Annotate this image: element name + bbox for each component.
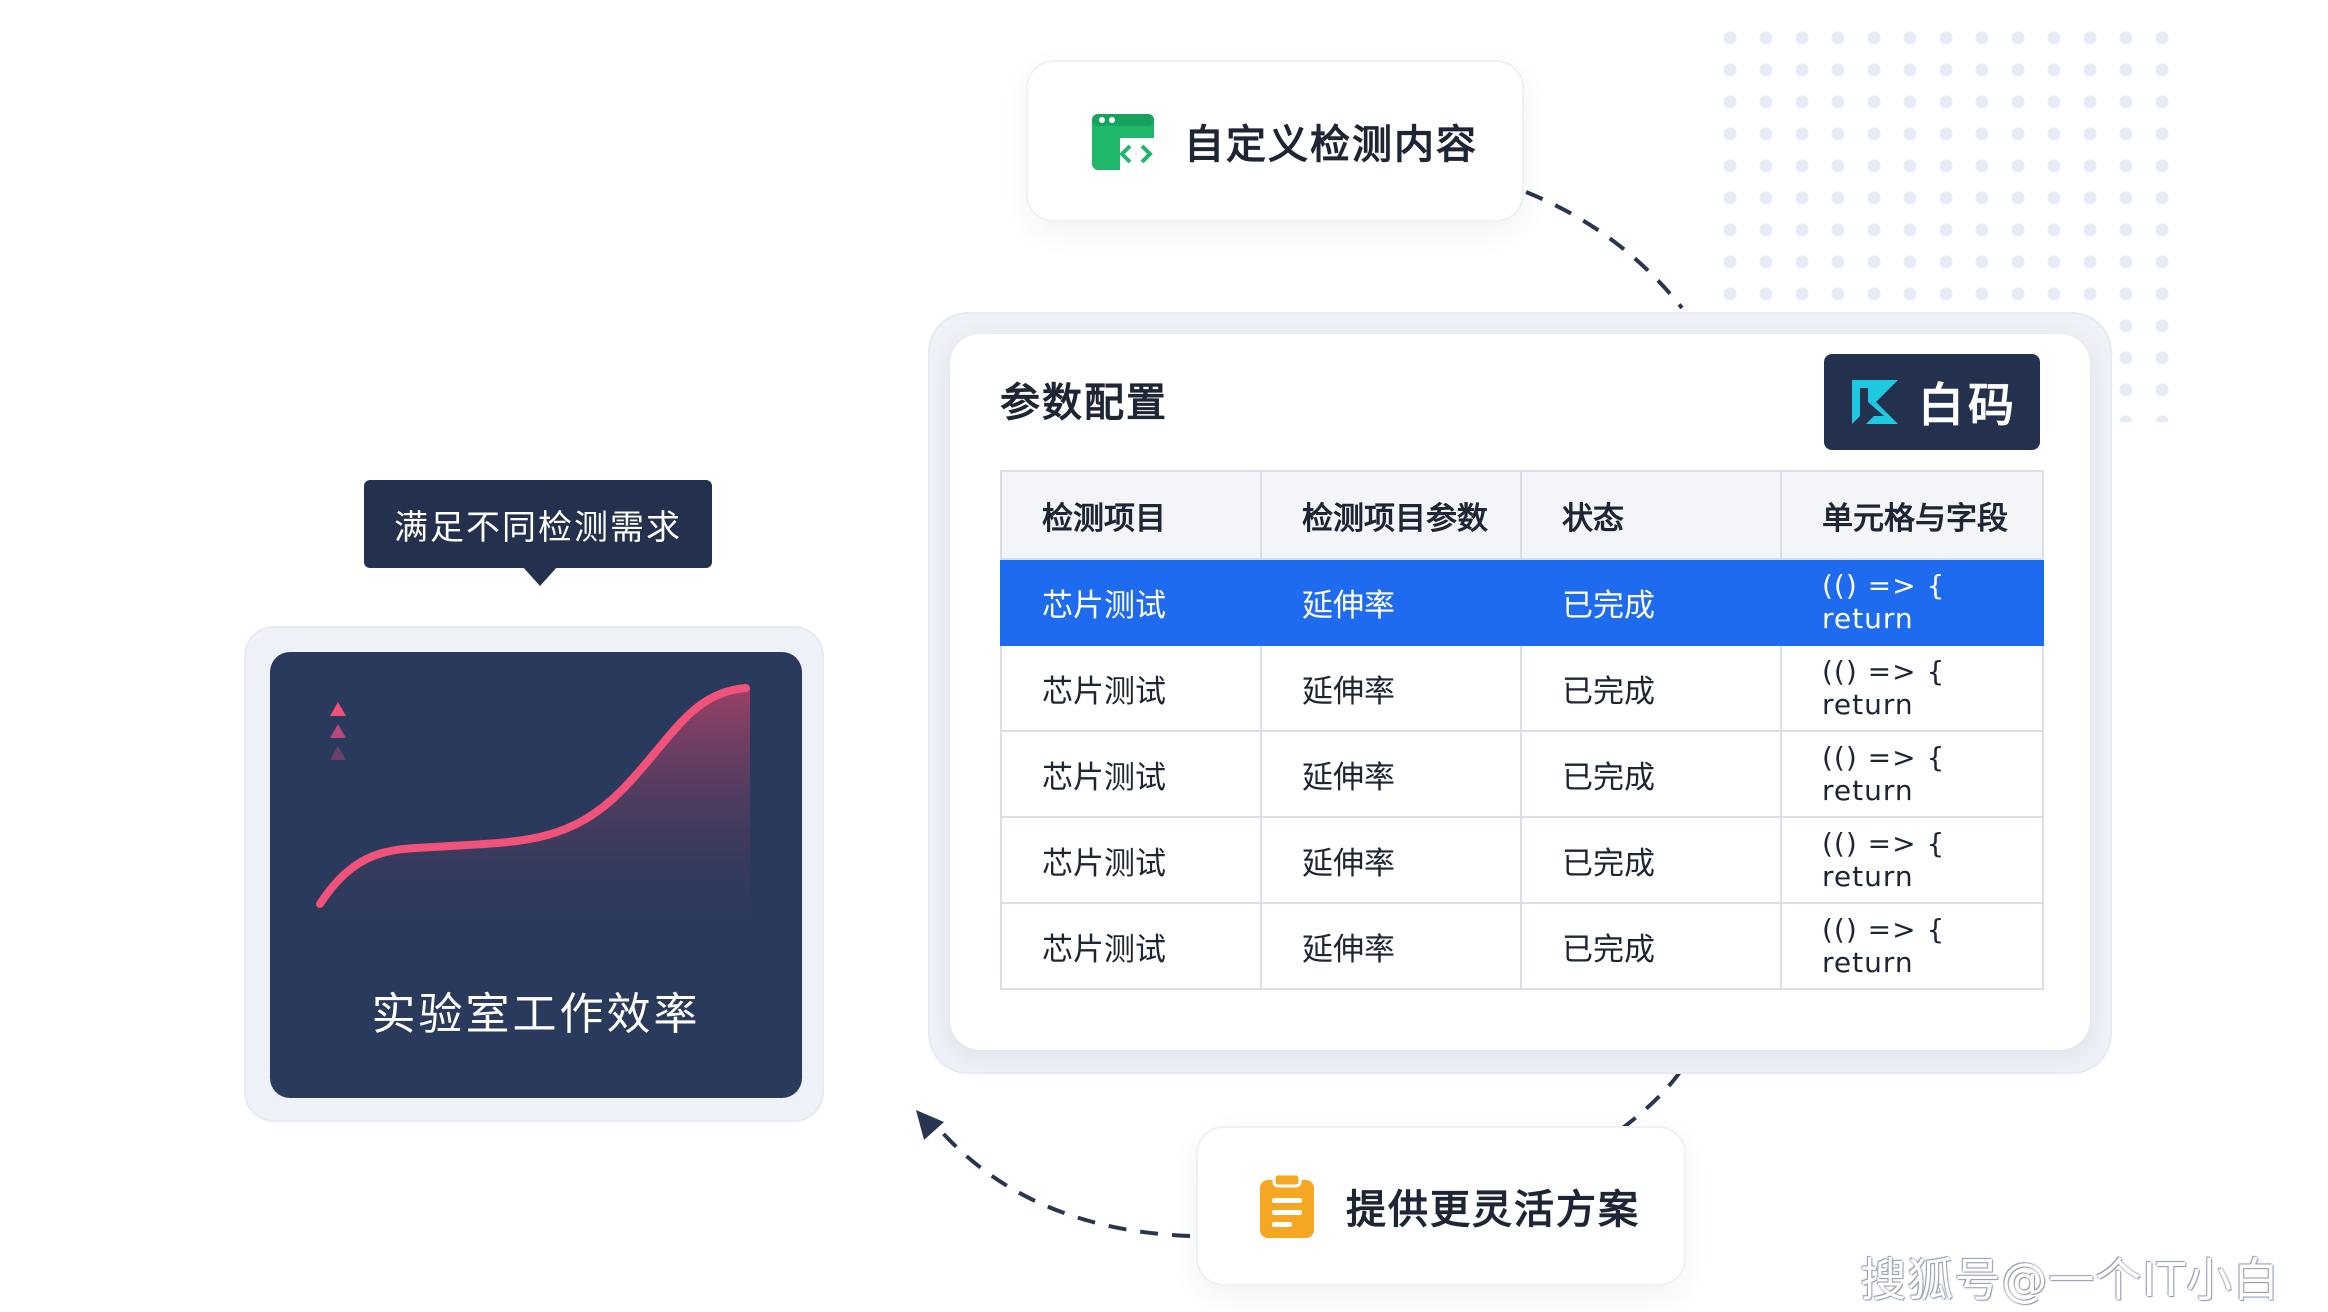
cell-param[interactable]: 延伸率 (1260, 644, 1522, 732)
cell-param[interactable]: 延伸率 (1260, 816, 1522, 904)
cell-code[interactable]: (() => { return (1780, 730, 2044, 818)
tooltip-arrow (522, 566, 558, 586)
cell-item[interactable]: 芯片测试 (1000, 902, 1262, 990)
table-header-row: 检测项目 检测项目参数 状态 单元格与字段 (1000, 470, 2044, 560)
cell-status[interactable]: 已完成 (1520, 902, 1782, 990)
flexible-solution-title: 提供更灵活方案 (1346, 1187, 1640, 1233)
arrowhead-icon (916, 1110, 944, 1140)
watermark: 搜狐号@一个IT小白 (1860, 1253, 2280, 1307)
cell-status[interactable]: 已完成 (1520, 558, 1782, 646)
header-param[interactable]: 检测项目参数 (1260, 470, 1522, 560)
header-field[interactable]: 单元格与字段 (1780, 470, 2044, 560)
cell-code[interactable]: (() => { return (1780, 558, 2044, 646)
table-row[interactable]: 芯片测试 延伸率 已完成 (() => { return (1000, 902, 2044, 990)
table-row[interactable]: 芯片测试 延伸率 已完成 (() => { return (1000, 816, 2044, 904)
cell-item[interactable]: 芯片测试 (1000, 558, 1262, 646)
cell-status[interactable]: 已完成 (1520, 730, 1782, 818)
params-table: 检测项目 检测项目参数 状态 单元格与字段 芯片测试 延伸率 已完成 (() =… (1000, 470, 2044, 990)
tooltip-text: 满足不同检测需求 (394, 507, 682, 548)
flexible-solution-card[interactable]: 提供更灵活方案 (1196, 1126, 1686, 1286)
cell-status[interactable]: 已完成 (1520, 644, 1782, 732)
baima-logo-icon (1852, 380, 1898, 424)
custom-detection-title: 自定义检测内容 (1184, 122, 1478, 168)
cell-status[interactable]: 已完成 (1520, 816, 1782, 904)
cell-param[interactable]: 延伸率 (1260, 730, 1522, 818)
logo-text: 白码 (1918, 378, 2018, 432)
table-row[interactable]: 芯片测试 延伸率 已完成 (() => { return (1000, 558, 2044, 646)
trend-up-icon (330, 702, 346, 760)
table-row[interactable]: 芯片测试 延伸率 已完成 (() => { return (1000, 644, 2044, 732)
trend-curve-graphic (316, 684, 750, 948)
cell-param[interactable]: 延伸率 (1260, 558, 1522, 646)
custom-detection-card[interactable]: 自定义检测内容 (1026, 60, 1524, 222)
baima-logo: 白码 (1824, 354, 2040, 450)
tooltip: 满足不同检测需求 (364, 480, 712, 568)
code-window-icon (1092, 114, 1156, 172)
cell-code[interactable]: (() => { return (1780, 644, 2044, 732)
clipboard-icon (1260, 1172, 1314, 1238)
cell-param[interactable]: 延伸率 (1260, 902, 1522, 990)
efficiency-card[interactable] (270, 652, 802, 1098)
header-status[interactable]: 状态 (1520, 470, 1782, 560)
cell-item[interactable]: 芯片测试 (1000, 816, 1262, 904)
cell-code[interactable]: (() => { return (1780, 902, 2044, 990)
cell-item[interactable]: 芯片测试 (1000, 644, 1262, 732)
cell-item[interactable]: 芯片测试 (1000, 730, 1262, 818)
table-row[interactable]: 芯片测试 延伸率 已完成 (() => { return (1000, 730, 2044, 818)
cell-code[interactable]: (() => { return (1780, 816, 2044, 904)
efficiency-card-title: 实验室工作效率 (371, 989, 701, 1040)
panel-title: 参数配置 (1000, 380, 1168, 426)
header-item[interactable]: 检测项目 (1000, 470, 1262, 560)
